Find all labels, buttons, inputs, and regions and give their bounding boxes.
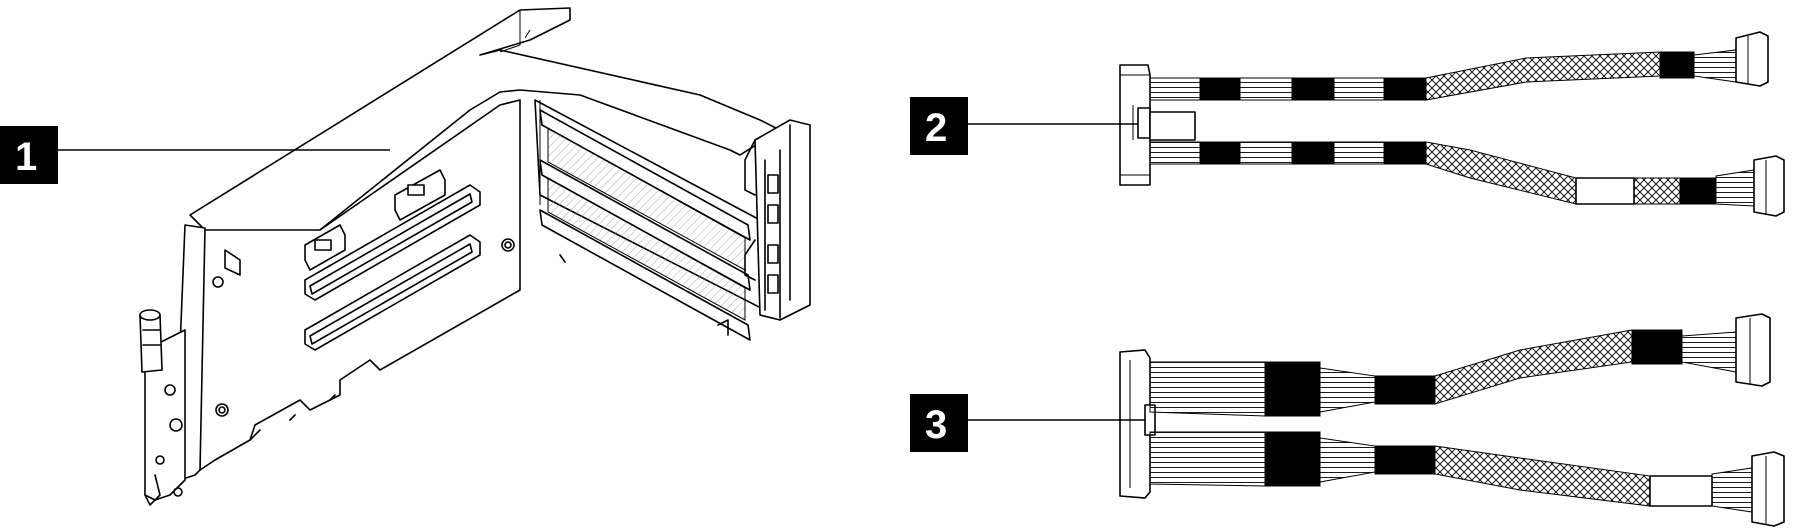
callout-3: 3 (910, 394, 1145, 452)
callout-1-label: 1 (15, 135, 37, 179)
riser-cage-assembly (139, 7, 811, 506)
callout-3-label: 3 (925, 403, 947, 447)
pcie-slot-upper (304, 234, 481, 351)
small-connector-a (304, 224, 346, 271)
pcie-slot-lower (304, 184, 481, 301)
callout-2: 2 (910, 97, 1138, 155)
cable-assembly-2 (1119, 31, 1785, 217)
callout-2-label: 2 (925, 106, 947, 150)
cable-assembly-3 (1119, 313, 1785, 527)
small-connector-b (394, 169, 446, 221)
callout-1: 1 (0, 126, 390, 184)
